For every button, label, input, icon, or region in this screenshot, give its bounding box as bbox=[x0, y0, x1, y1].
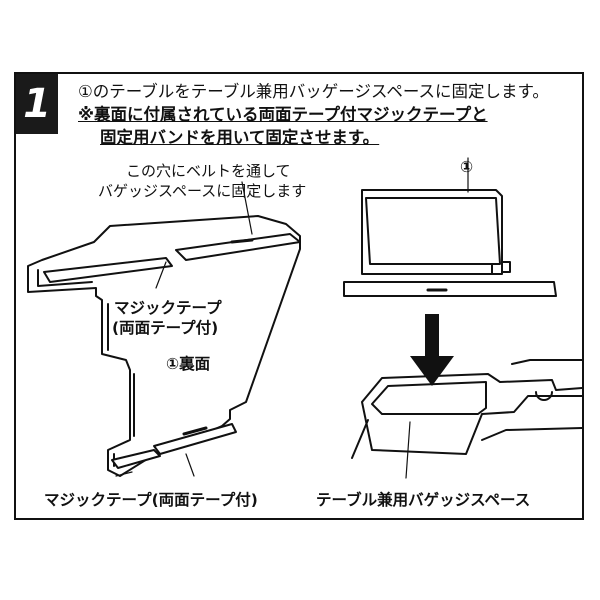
table-back-inner bbox=[37, 269, 135, 467]
instruction-panel: 1 ①のテーブルをテーブル兼用バッゲージスペースに固定します。 ※裏面に付属され… bbox=[14, 72, 584, 520]
back-side-label: ①裏面 bbox=[166, 355, 211, 373]
table-back-outline bbox=[27, 215, 301, 477]
magic-tape-strip-top-left bbox=[43, 257, 173, 283]
magic-tape-top-label-1: マジックテープ bbox=[114, 299, 222, 317]
instruction-line-2: ※裏面に付属されている両面テープ付マジックテープと bbox=[78, 105, 488, 124]
table-marker-label: ① bbox=[460, 158, 474, 176]
table-tray bbox=[343, 281, 557, 297]
magic-tape-strip-bottom-left bbox=[111, 449, 161, 469]
instruction-line-1: ①のテーブルをテーブル兼用バッゲージスペースに固定します。 bbox=[78, 82, 549, 101]
table-top-outline bbox=[361, 189, 503, 275]
step-number-badge: 1 bbox=[16, 74, 58, 134]
baggage-space-inner bbox=[371, 381, 487, 415]
instruction-line-3: 固定用バンドを用いて固定させます。 bbox=[100, 128, 380, 147]
magic-tape-top-label-2: (両面テープ付) bbox=[112, 319, 219, 337]
hole-note-line-1: この穴にベルトを通して bbox=[126, 162, 291, 180]
belt-hole-top bbox=[230, 238, 254, 244]
assembly-illustration bbox=[27, 157, 582, 479]
magic-tape-strip-top-right bbox=[175, 233, 301, 261]
hole-note-line-2: バゲッジスペースに固定します bbox=[98, 182, 307, 200]
belt-hole-bottom bbox=[182, 426, 208, 436]
down-arrow bbox=[410, 314, 454, 386]
magic-tape-bottom-label: マジックテープ(両面テープ付) bbox=[44, 491, 258, 509]
baggage-space-label: テーブル兼用バゲッジスペース bbox=[316, 491, 531, 509]
vehicle-body bbox=[351, 359, 582, 459]
baggage-space-outline bbox=[361, 373, 582, 455]
magic-tape-strip-bottom-right bbox=[153, 423, 237, 455]
table-body bbox=[365, 197, 501, 265]
